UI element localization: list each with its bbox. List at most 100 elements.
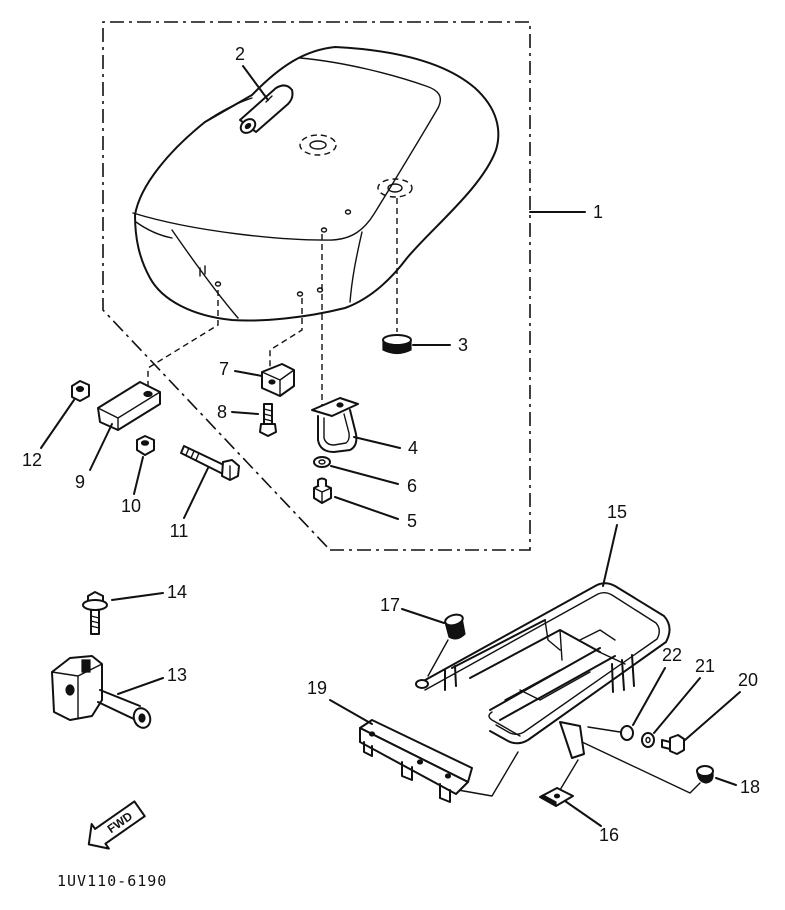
callout-1: 1	[593, 202, 603, 222]
seat-hole-slot	[199, 265, 206, 277]
part-3-grommet	[382, 334, 412, 355]
leader-line-13	[117, 677, 164, 695]
bolt-threads	[185, 447, 200, 461]
leader-line-21	[653, 677, 701, 734]
callout-5: 5	[407, 511, 417, 531]
washer-ring	[641, 732, 655, 748]
callout-6: 6	[407, 476, 417, 496]
part-8-bolt	[259, 403, 277, 437]
part-12-nut	[71, 380, 90, 402]
hinge-pivot-hole	[244, 122, 252, 130]
part-4-hook	[311, 397, 359, 453]
bolt-shank	[90, 609, 100, 635]
nut-edges	[313, 487, 332, 504]
bolt-threads	[90, 615, 100, 629]
plate-hole	[444, 773, 452, 779]
leader-line-14	[111, 592, 164, 601]
hook-loop-inner	[323, 413, 350, 446]
seat-emblem-rear	[377, 178, 413, 198]
grommet-top	[444, 613, 464, 627]
hinge-slot	[265, 95, 273, 103]
part-1-seat	[132, 46, 500, 322]
leader-line-17	[401, 608, 445, 624]
fwd-arrow-shape	[87, 800, 146, 850]
part-20-bolt	[661, 734, 685, 755]
leader-line-6	[330, 465, 399, 485]
nut-hole	[75, 385, 85, 393]
part-19-bracket-plate	[359, 719, 473, 803]
callout-4: 4	[408, 438, 418, 458]
seat-emblem-front	[299, 134, 337, 156]
fwd-arrow: FWD	[87, 800, 146, 850]
callout-18: 18	[740, 777, 760, 797]
hook-flange-hole	[336, 402, 344, 408]
bolt-head	[669, 734, 685, 755]
hook-loop-outer	[317, 409, 358, 453]
part-11-bolt	[180, 445, 240, 481]
carrier-support	[579, 629, 626, 665]
leader-line-15	[602, 524, 618, 587]
callout-2: 2	[235, 44, 245, 64]
plate-hole	[553, 793, 561, 799]
leader-line-7	[234, 370, 263, 377]
bolt-flange	[82, 599, 108, 611]
connector-part-17-to-carrier	[427, 639, 449, 677]
carrier-crossbar	[489, 647, 601, 711]
callout-19: 19	[307, 678, 327, 698]
leader-line-12	[40, 399, 75, 449]
connector-part-18-to-carrier	[581, 741, 701, 794]
leader-lines	[40, 65, 741, 827]
cap-top	[696, 765, 714, 777]
bracket-hole	[268, 379, 276, 385]
part-7-bracket	[261, 363, 295, 397]
plate-front-face	[359, 727, 469, 795]
leader-line-5	[334, 496, 399, 520]
part-18-cap	[696, 765, 714, 784]
callout-14: 14	[167, 582, 187, 602]
seat-hole	[320, 227, 328, 233]
bolt-head	[259, 423, 277, 437]
bracket-block	[97, 381, 161, 431]
leader-line-18	[715, 777, 737, 786]
washer-ring	[620, 725, 634, 741]
seat-emblem-front-inner	[309, 140, 327, 150]
part-22-washer	[620, 725, 634, 741]
leader-line-9	[89, 423, 113, 471]
bracket-mount-edge	[51, 663, 103, 719]
bolt-shank	[661, 739, 671, 750]
seat-hole	[296, 291, 304, 297]
part-15-carrier	[415, 582, 671, 759]
carrier-leg	[444, 665, 457, 691]
plate-hole	[416, 759, 424, 765]
leader-line-4	[353, 436, 401, 449]
part-6-washer	[313, 456, 331, 468]
seat-side-seam-right	[349, 231, 363, 303]
plate-tab	[439, 783, 451, 803]
connector-part-16-to-carrier	[559, 759, 579, 791]
part-2-hinge	[239, 84, 294, 134]
callout-20: 20	[738, 670, 758, 690]
carrier-crossbar	[499, 655, 616, 721]
washer-hole	[318, 459, 326, 465]
callout-11: 11	[170, 521, 189, 541]
bolt-threads	[263, 408, 273, 422]
connector-seat-to-part-9	[147, 290, 219, 392]
bracket-body	[261, 363, 295, 397]
callout-22: 22	[662, 645, 682, 665]
part-17-grommet	[444, 613, 466, 640]
part-10-nut	[136, 435, 155, 456]
bracket-slot	[81, 659, 91, 673]
callout-15: 15	[607, 502, 627, 522]
callout-8: 8	[217, 402, 227, 422]
callout-17: 17	[380, 595, 400, 615]
carrier-rail-outer	[417, 582, 671, 745]
part-21-washer	[641, 732, 655, 748]
seat-outline	[134, 46, 500, 322]
seat-side-seam-left	[171, 229, 239, 319]
seat-hole	[214, 281, 222, 287]
callout-9: 9	[75, 472, 85, 492]
leader-line-11	[183, 467, 209, 519]
part-code: 1UV110-6190	[57, 872, 167, 890]
carrier-front-hook	[415, 679, 429, 689]
leader-line-16	[564, 800, 602, 827]
